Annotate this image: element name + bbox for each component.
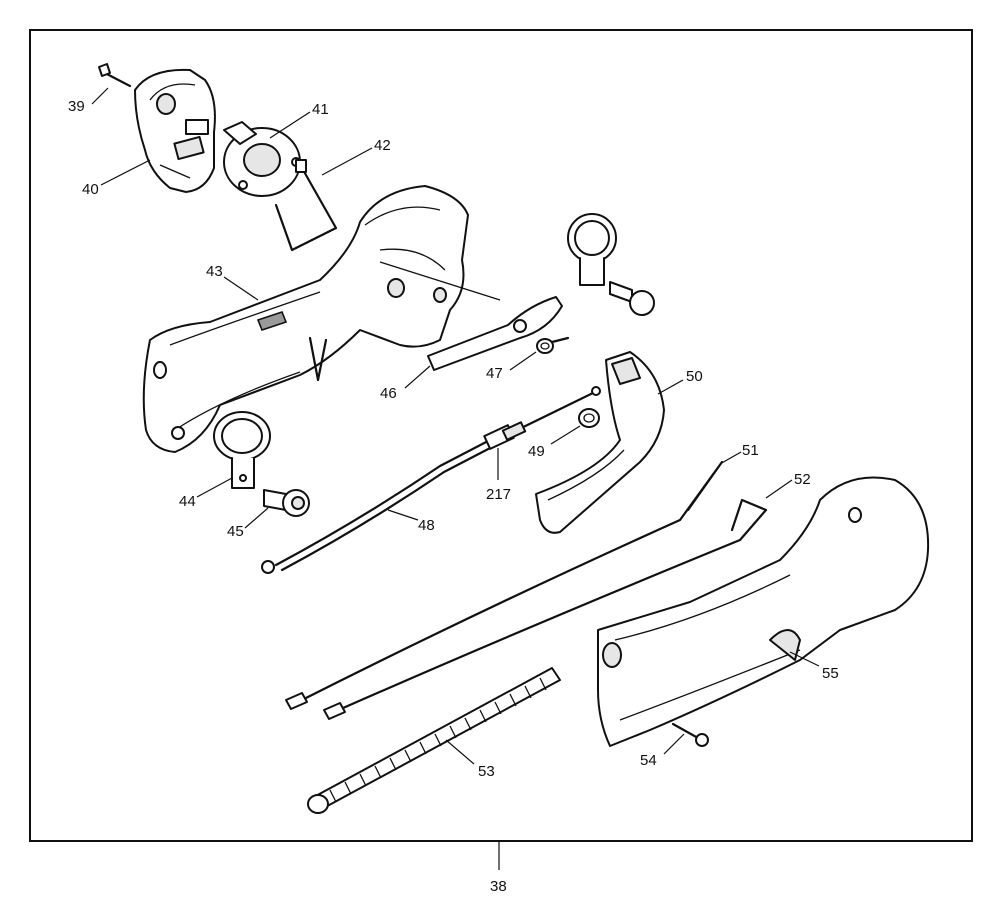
part-51-stop-wire	[285, 460, 724, 710]
leader-lines	[91, 87, 820, 765]
callout-45: 45	[227, 523, 244, 540]
callout-41: 41	[312, 101, 329, 118]
part-49-spring	[578, 408, 600, 428]
callout-217: 217	[486, 486, 511, 503]
part-54-screw	[671, 722, 709, 747]
part-46-throttle-lever	[427, 296, 563, 371]
part-40-side-cover	[134, 68, 216, 193]
callout-53: 53	[478, 763, 495, 780]
callout-48: 48	[418, 517, 435, 534]
part-42-wire-spring	[274, 159, 338, 252]
upper-clamp-band	[567, 213, 655, 316]
part-53-coil-spring	[307, 667, 561, 814]
callout-50: 50	[686, 368, 703, 385]
callout-54: 54	[640, 752, 657, 769]
callout-38-assembly: 38	[490, 878, 507, 895]
callout-44: 44	[179, 493, 196, 510]
part-41-switch	[223, 121, 301, 197]
callout-43: 43	[206, 263, 223, 280]
callout-47: 47	[486, 365, 503, 382]
callout-40: 40	[82, 181, 99, 198]
callout-55: 55	[822, 665, 839, 682]
callout-51: 51	[742, 442, 759, 459]
callout-39: 39	[68, 98, 85, 115]
part-47-torsion-spring	[536, 336, 570, 354]
assembly-frame	[29, 29, 973, 842]
part-52-stop-wire	[323, 498, 768, 720]
part-48-throttle-cable	[261, 386, 601, 574]
callout-49: 49	[528, 443, 545, 460]
part-45-bolt	[263, 489, 310, 517]
part-50-trigger	[535, 351, 665, 534]
callout-46: 46	[380, 385, 397, 402]
part-217-cable-adjuster	[483, 421, 527, 450]
callout-labels: 39 40 41 42 43 44 45 46 47 48 49 50 217 …	[68, 98, 839, 895]
part-39-screw	[98, 63, 132, 88]
part-55-grip-cover	[597, 476, 930, 747]
callout-42: 42	[374, 137, 391, 154]
part-44-clamp-band	[213, 411, 271, 489]
part-43-handle-housing	[142, 185, 501, 453]
callout-52: 52	[794, 471, 811, 488]
